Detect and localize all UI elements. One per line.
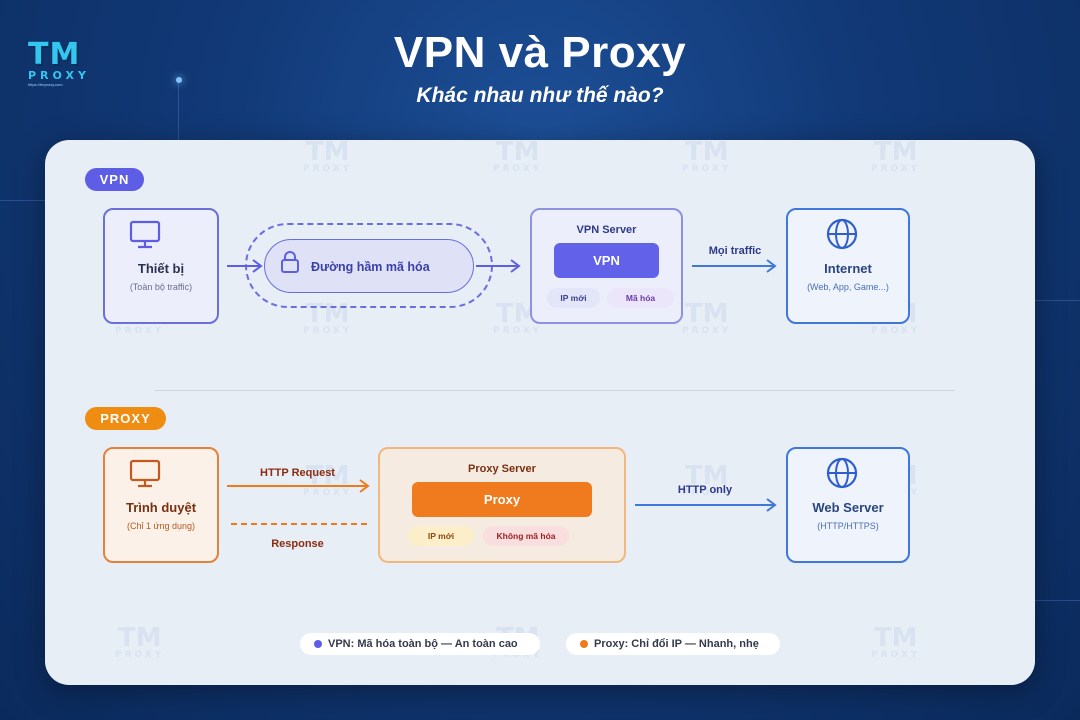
bg-line [178,80,179,140]
vpn-server-title: VPN Server [576,224,637,236]
logo-url: https://tmproxy.com [28,82,63,87]
vpn-device-title: Thiết bị [137,261,185,276]
vpn-badge: VPN [85,168,144,191]
proxy-arrows [227,479,370,525]
vpn-device-sub: (Toàn bộ traffic) [129,282,193,292]
logo-word: PROXY [28,69,90,82]
monitor-icon [129,220,161,249]
legend-proxy-text: Proxy: Chỉ đổi IP — Nhanh, nhẹ [594,638,759,650]
proxy-tag-new-ip: IP mới [408,526,474,546]
logo-mark: TM [28,37,81,72]
globe-icon [826,218,858,250]
http-only-label: HTTP only [677,484,733,496]
bg-line [1035,300,1080,301]
bg-line [0,200,45,201]
globe-icon [826,457,858,489]
proxy-tag-no-encryption: Không mã hóa [483,526,569,546]
vpn-tag-encrypted: Mã hóa [607,288,674,308]
vpn-server-block: VPN [554,243,659,278]
webserver-card: Web Server (HTTP/HTTPS) [786,447,910,563]
legend-dot-proxy [580,640,588,648]
legend-proxy: Proxy: Chỉ đổi IP — Nhanh, nhẹ [566,633,780,655]
vpn-arrows [227,259,521,273]
monitor-icon [129,459,161,488]
page-title: VPN và Proxy [393,28,687,77]
vpn-traffic-label: Mọi traffic [708,245,762,257]
webserver-sub: (HTTP/HTTPS) [817,521,879,531]
section-divider [155,390,955,391]
proxy-server-title: Proxy Server [468,463,536,475]
proxy-web-arrow [635,498,777,512]
internet-card: Internet (Web, App, Game...) [786,208,910,324]
vpn-device-card: Thiết bị (Toàn bộ traffic) [103,208,219,324]
bg-dot [176,77,182,83]
page-subtitle: Khác nhau như thế nào? [416,84,664,107]
tunnel-label: Đường hầm mã hóa [311,260,430,274]
connector-arrows [227,259,777,525]
proxy-badge: PROXY [85,407,166,430]
legend-vpn-text: VPN: Mã hóa toàn bộ — An toàn cao [328,638,518,650]
bg-line [1035,600,1080,601]
response-label: Response [271,538,324,550]
browser-card: Trình duyệt (Chỉ 1 ứng dụng) [103,447,219,563]
browser-sub: (Chỉ 1 ứng dụng) [126,521,196,531]
legend-vpn: VPN: Mã hóa toàn bộ — An toàn cao [300,633,540,655]
internet-title: Internet [824,261,872,276]
browser-title: Trình duyệt [125,500,197,515]
brand-logo: TM PROXY https://tmproxy.com [28,37,98,88]
internet-sub: (Web, App, Game...) [807,282,889,292]
vpn-internet-arrow [692,259,777,273]
lock-icon [281,251,299,273]
legend-dot-vpn [314,640,322,648]
webserver-title: Web Server [812,500,884,515]
vpn-tag-new-ip: IP mới [547,288,600,308]
proxy-server-block: Proxy [412,482,592,517]
http-request-label: HTTP Request [260,467,335,479]
